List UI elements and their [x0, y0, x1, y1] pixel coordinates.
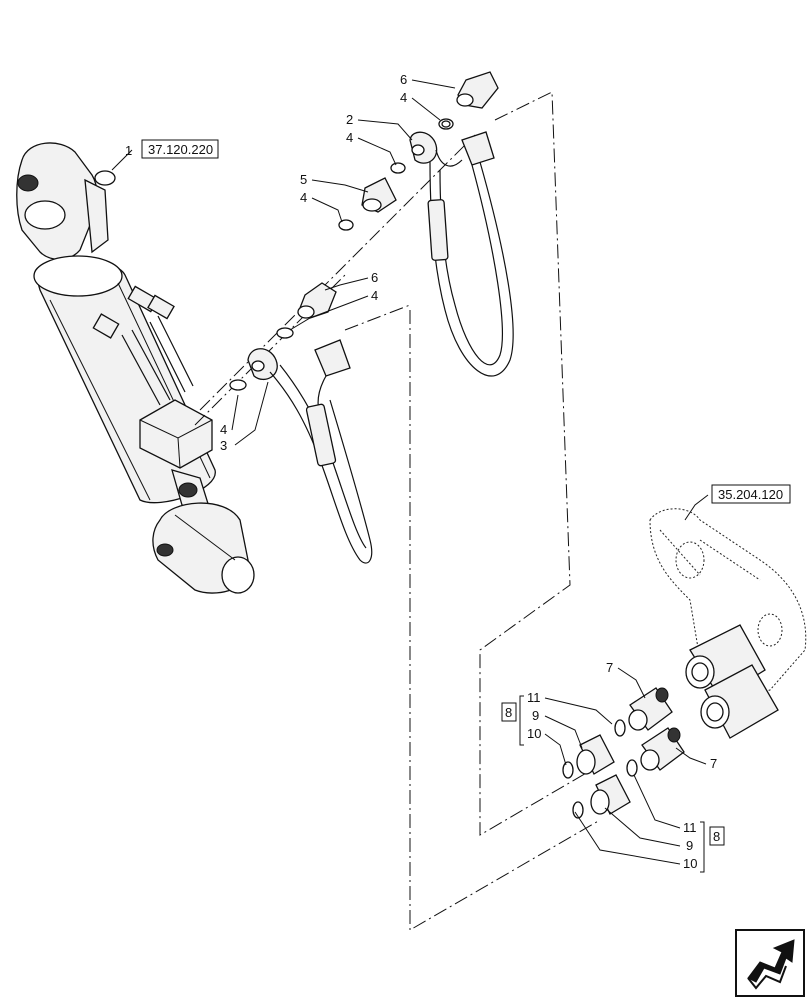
callout-11-right: 11 [683, 820, 697, 835]
callout-5: 5 [300, 172, 307, 187]
upper-fittings [338, 71, 514, 377]
mounting-bracket [649, 508, 807, 701]
callout-4-upper-b: 4 [346, 130, 353, 145]
callout-labels: 1 6 4 2 4 5 4 6 4 4 3 7 11 9 10 7 11 9 1… [125, 72, 717, 871]
callout-6-upper: 6 [400, 72, 407, 87]
reference-boxes: 37.120.220 35.204.120 8 8 [141, 139, 791, 873]
callout-7-lower: 7 [710, 756, 717, 771]
callout-2: 2 [346, 112, 353, 127]
callout-10-right: 10 [683, 856, 697, 871]
ref-cylinder: 37.120.220 [148, 142, 213, 157]
flow-lines [194, 91, 601, 931]
ref-kit-left: 8 [505, 705, 512, 720]
callout-11-left: 11 [527, 690, 541, 705]
middle-fittings [229, 282, 373, 564]
callout-4-upper-c: 4 [300, 190, 307, 205]
callout-6-middle: 6 [371, 270, 378, 285]
quick-couplers [685, 624, 779, 739]
leader-lines [111, 79, 709, 865]
callout-4-middle-a: 4 [371, 288, 378, 303]
callout-9-right: 9 [686, 838, 693, 853]
callout-4-middle-b: 4 [220, 422, 227, 437]
next-page-arrow-icon[interactable] [735, 929, 805, 997]
callout-10-left: 10 [527, 726, 541, 741]
callout-3: 3 [220, 438, 227, 453]
callout-9-left: 9 [532, 708, 539, 723]
callout-1: 1 [125, 143, 132, 158]
lower-fittings [562, 687, 685, 819]
callout-4-upper-a: 4 [400, 90, 407, 105]
callout-7-upper: 7 [606, 660, 613, 675]
ref-bracket: 35.204.120 [718, 487, 783, 502]
lift-cylinder [16, 142, 255, 594]
ref-kit-right: 8 [713, 829, 720, 844]
